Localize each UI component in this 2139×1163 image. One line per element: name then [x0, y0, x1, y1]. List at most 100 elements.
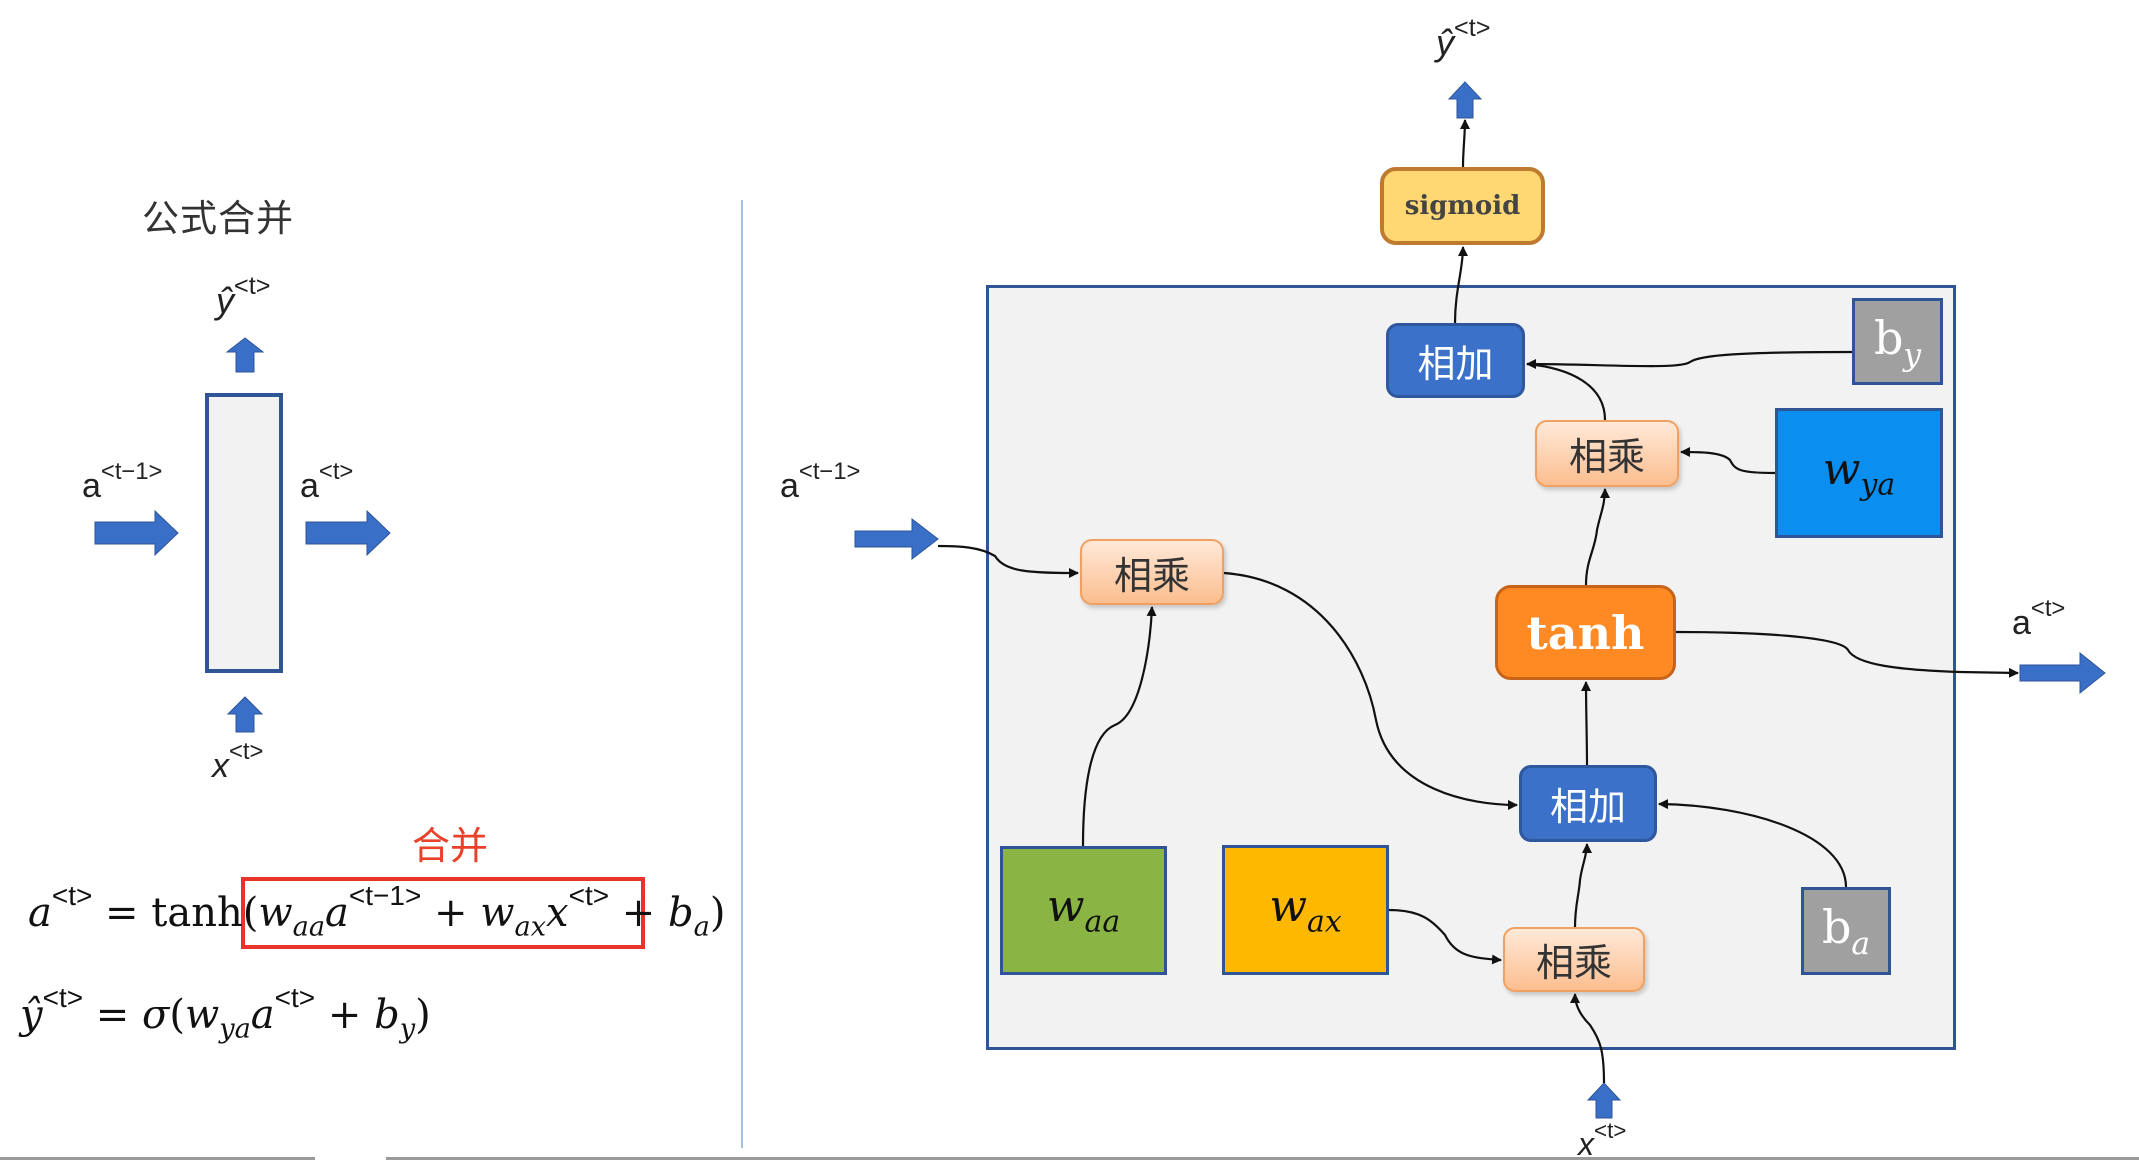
merge-highlight-box [241, 877, 645, 949]
right-output-state-arrow-icon [2019, 651, 2106, 695]
right-input-x-label: x<t> [1578, 1118, 1626, 1163]
right-output-state-label: a<t> [2012, 595, 2065, 643]
eq1-waa-sub: aa [292, 911, 326, 943]
left-output-pred-arrow-icon [225, 337, 265, 373]
sigmoid-node: sigmoid [1380, 167, 1545, 245]
subscript: ya [1860, 467, 1896, 503]
eq2-wya-sub: ya [219, 1013, 251, 1045]
equation-prediction: ŷ<t> = σ(wyaa<t> + by) [20, 982, 431, 1045]
panel-divider [741, 200, 743, 1148]
eq1-plus: + [421, 890, 481, 936]
right-input-prev-arrow-icon [854, 517, 939, 561]
multiply-node-input: 相乘 [1503, 927, 1645, 992]
add-node-output: 相加 [1386, 323, 1525, 398]
bias-ba-block: ba [1801, 887, 1891, 975]
symbol: w [1046, 881, 1085, 933]
eq1-x-sup: <t> [568, 880, 610, 911]
superscript: <t> [2030, 595, 2066, 622]
superscript: <t> [318, 458, 354, 485]
bias-ba-label: ba [1822, 900, 1870, 962]
tanh-node: tanh [1495, 585, 1676, 680]
eq1-bias: b [668, 890, 694, 936]
bias-by-label: by [1874, 311, 1921, 373]
weight-waa-block: waa [1000, 846, 1167, 975]
weight-wax-block: wax [1222, 845, 1389, 975]
symbol: a [2012, 603, 2031, 642]
add-label: 相加 [1417, 342, 1494, 386]
multiply-label: 相乘 [1568, 435, 1645, 479]
eq1-x: x [546, 890, 569, 936]
merge-annotation: 合并 [412, 824, 489, 868]
left-input-prev-label: a<t−1> [82, 458, 162, 506]
bottom-edge-line [386, 1157, 2139, 1160]
eq2-bias-sub: y [399, 1013, 416, 1045]
weight-waa-label: waa [1047, 881, 1120, 939]
eq1-wax: w [480, 890, 515, 936]
symbol: a [780, 466, 799, 505]
eq2-open-paren: ( [169, 992, 185, 1038]
eq2-close-paren: ) [415, 992, 431, 1038]
left-input-x-label: x<t> [212, 738, 263, 786]
rnn-cell-block [205, 393, 283, 673]
eq1-a-prev-sup: <t−1> [348, 880, 422, 911]
section-title: 公式合并 [142, 197, 294, 240]
add-label: 相加 [1549, 785, 1626, 829]
left-input-prev-arrow-icon [94, 509, 179, 557]
symbol: ŷ [1436, 21, 1454, 63]
add-node-hidden: 相加 [1519, 765, 1657, 842]
eq2-equals: = [83, 992, 143, 1038]
symbol: x [212, 746, 229, 785]
eq2-a: a [250, 992, 275, 1038]
symbol: x [1578, 1125, 1594, 1162]
eq1-bias-sub: a [693, 911, 710, 943]
eq2-function: σ [142, 992, 170, 1038]
symbol: ŷ [216, 279, 234, 321]
right-input-x-arrow-icon [1586, 1082, 1622, 1119]
eq2-a-sup: <t> [274, 982, 316, 1013]
superscript: <t> [234, 272, 271, 300]
subscript: a [1851, 925, 1871, 962]
eq2-lhs-sup: <t> [42, 982, 84, 1013]
multiply-node-prev-state: 相乘 [1080, 539, 1224, 605]
symbol: a [82, 466, 101, 505]
superscript: <t−1> [100, 458, 163, 485]
multiply-label: 相乘 [1113, 553, 1190, 598]
subscript: ax [1306, 904, 1342, 940]
eq1-function: tanh [151, 890, 243, 936]
right-input-prev-label: a<t−1> [780, 458, 860, 506]
eq1-a-prev: a [325, 890, 349, 936]
multiply-node-output: 相乘 [1535, 420, 1679, 487]
sigmoid-label: sigmoid [1404, 191, 1521, 221]
eq1-equals: = [92, 890, 152, 936]
eq1-plus: + [609, 890, 669, 936]
weight-wya-block: wya [1775, 408, 1943, 538]
eq1-open-paren: ( [242, 890, 259, 936]
equation-hidden-state: a<t> = tanh(waaa<t−1> + waxx<t> + ba) [28, 880, 725, 943]
left-output-state-arrow-icon [305, 509, 391, 557]
bottom-edge-line [0, 1157, 315, 1160]
bias-by-block: by [1852, 298, 1943, 385]
eq1-wax-sub: ax [514, 911, 547, 943]
subscript: aa [1084, 904, 1121, 940]
subscript: y [1903, 336, 1922, 373]
eq1-lhs: a [28, 890, 52, 936]
superscript: <t> [1594, 1118, 1627, 1143]
connector-sigmoid-to-output [1459, 119, 1470, 168]
weight-wax-label: wax [1269, 881, 1341, 939]
multiply-label: 相乘 [1535, 941, 1612, 985]
symbol: w [1269, 880, 1307, 932]
eq1-lhs-sup: <t> [51, 880, 93, 911]
eq1-waa: w [258, 890, 293, 936]
left-output-pred-label: ŷ<t> [216, 272, 270, 322]
right-output-pred-label: ŷ<t> [1436, 14, 1490, 64]
weight-wya-label: wya [1823, 444, 1895, 502]
superscript: <t> [229, 738, 264, 765]
left-input-x-arrow-icon [226, 696, 264, 733]
eq1-close-paren: ) [709, 890, 726, 936]
symbol: b [1821, 900, 1852, 955]
eq2-lhs: ŷ [20, 992, 43, 1038]
tanh-label: tanh [1526, 605, 1645, 660]
right-output-pred-arrow-icon [1447, 81, 1483, 119]
eq2-wya: w [184, 992, 220, 1038]
symbol: w [1822, 443, 1861, 495]
